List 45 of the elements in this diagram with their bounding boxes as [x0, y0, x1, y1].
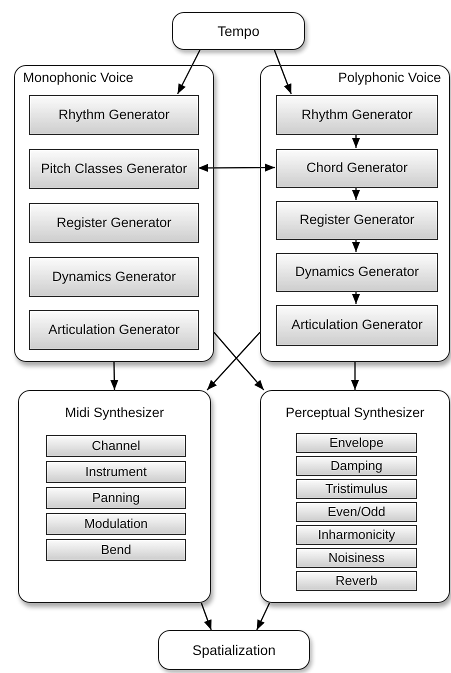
terminal-box: Tempo — [172, 12, 305, 50]
process-box: Dynamics Generator — [276, 253, 438, 292]
process-box: Instrument — [46, 461, 186, 483]
group-panel — [260, 65, 450, 362]
arrow — [352, 187, 360, 200]
process-box: Register Generator — [29, 203, 199, 243]
process-box: Rhythm Generator — [276, 95, 438, 135]
group-panel — [18, 390, 211, 603]
arrow — [198, 164, 275, 172]
process-box: Articulation Generator — [29, 310, 199, 350]
process-box: Noisiness — [296, 548, 417, 568]
arrow — [274, 50, 292, 94]
process-box: Pitch Classes Generator — [29, 149, 199, 189]
process-box: Chord Generator — [276, 149, 438, 188]
arrow — [351, 362, 359, 390]
process-box: Even/Odd — [296, 502, 417, 522]
process-box: Damping — [296, 456, 417, 476]
group-panel — [260, 390, 450, 603]
process-box: Panning — [46, 487, 186, 509]
arrow — [352, 134, 360, 148]
arrow — [177, 50, 201, 94]
process-box: Envelope — [296, 433, 417, 453]
process-box: Rhythm Generator — [29, 95, 199, 135]
arrow — [352, 291, 360, 304]
group-title: Midi Synthesizer — [64, 405, 166, 420]
process-box: Dynamics Generator — [29, 257, 199, 297]
group-panel — [14, 65, 214, 362]
process-box: Bend — [46, 539, 186, 561]
arrow — [206, 332, 260, 390]
process-box: Articulation Generator — [276, 305, 438, 346]
process-box: Channel — [46, 435, 186, 457]
process-box: Reverb — [296, 571, 417, 591]
arrow — [352, 239, 360, 252]
process-box: Modulation — [46, 513, 186, 535]
group-title: Perceptual Synthesizer — [284, 405, 426, 420]
process-box: Tristimulus — [296, 479, 417, 499]
arrow — [256, 602, 270, 630]
arrow — [200, 602, 212, 630]
group-title: Monophonic Voice — [23, 70, 134, 85]
group-title: Polyphonic Voice — [338, 70, 441, 85]
arrow — [214, 332, 264, 390]
arrow — [110, 362, 118, 390]
process-box: Register Generator — [276, 201, 438, 240]
terminal-box: Spatialization — [158, 630, 310, 670]
process-box: Inharmonicity — [296, 525, 417, 545]
